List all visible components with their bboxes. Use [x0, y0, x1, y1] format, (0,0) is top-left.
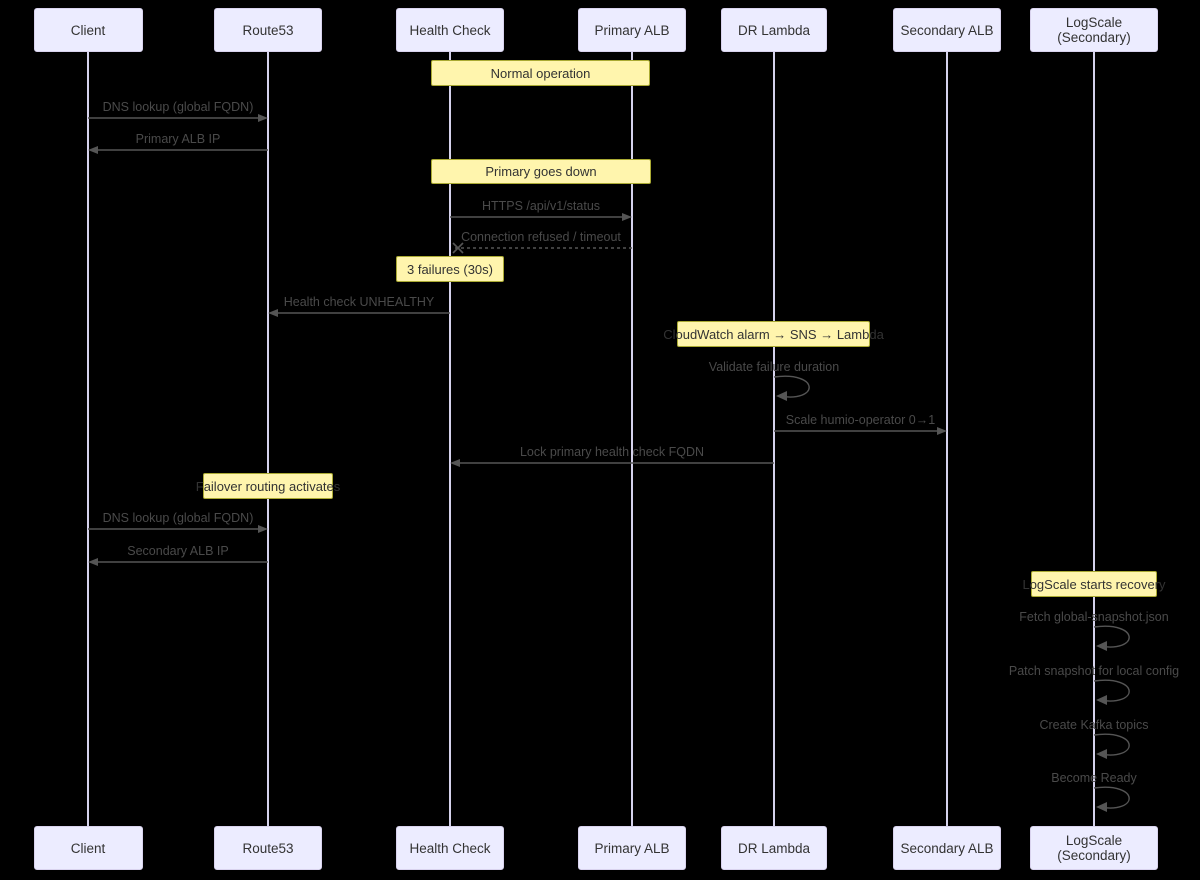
message-label: DNS lookup (global FQDN) [88, 100, 268, 114]
participant-dr-lambda-top: DR Lambda [721, 8, 827, 52]
participant-primary-alb-bottom-text: Primary ALB [594, 840, 670, 856]
message-label-text: HTTPS /api/v1/status [481, 199, 601, 213]
self-message-label: Create Kafka topics [964, 718, 1200, 732]
self-message-label-text: Become Ready [1051, 771, 1137, 785]
message-label-text: DNS lookup (global FQDN) [102, 511, 254, 525]
note-text: LogScale starts recovery [1022, 576, 1166, 592]
participant-route53-bottom-text: Route53 [242, 840, 294, 856]
arrowhead-icon [937, 427, 947, 435]
arrowhead-icon [1096, 695, 1107, 705]
participant-secondary-alb-bottom-text: Secondary ALB [900, 840, 994, 856]
participant-health-check-bottom: Health Check [396, 826, 504, 870]
self-message-label-text: Patch snapshot for local config [1008, 664, 1180, 678]
participant-secondary-alb-top: Secondary ALB [893, 8, 1001, 52]
message-label-text: DNS lookup (global FQDN) [102, 100, 254, 114]
message-label: Primary ALB IP [88, 132, 268, 146]
self-loop [1093, 625, 1130, 648]
participant-dr-lambda-bottom: DR Lambda [721, 826, 827, 870]
participant-dr-lambda-bottom-text: DR Lambda [737, 840, 811, 856]
note-text: Primary goes down [485, 164, 597, 179]
message-label: Scale humio-operator 0→1 [774, 413, 947, 427]
participant-health-check-bottom-text: Health Check [409, 840, 491, 856]
message-label-text: Secondary ALB IP [127, 544, 229, 558]
self-message-label: Validate failure duration [644, 360, 904, 374]
note: LogScale starts recovery [1022, 571, 1166, 597]
message-label-text: Lock primary health check FQDN [519, 445, 705, 459]
self-message-label-text: Validate failure duration [708, 360, 840, 374]
note-text: CloudWatch alarm → SNS → Lambda [663, 326, 884, 342]
arrowhead-icon [776, 391, 787, 401]
note: Primary goes down [431, 159, 651, 184]
participant-dr-lambda-top-text: DR Lambda [737, 22, 811, 38]
participant-primary-alb-bottom: Primary ALB [578, 826, 686, 870]
note: 3 failures (30s) [396, 256, 504, 282]
self-loop [773, 375, 810, 398]
arrowhead-icon [1096, 802, 1107, 812]
note-text: 3 failures (30s) [407, 261, 493, 277]
self-loop [1093, 679, 1130, 702]
message-label: Health check UNHEALTHY [268, 295, 450, 309]
message-label: Connection refused / timeout [450, 230, 632, 244]
arrowhead-icon [268, 309, 278, 317]
arrowhead-icon [258, 525, 268, 533]
self-message-label: Fetch global-snapshot.json [964, 610, 1200, 624]
participant-primary-alb-top-text: Primary ALB [594, 22, 670, 38]
participant-health-check-top: Health Check [396, 8, 504, 52]
message-label: HTTPS /api/v1/status [450, 199, 632, 213]
self-loop [1093, 733, 1130, 756]
participant-primary-alb-top: Primary ALB [578, 8, 686, 52]
message-label-text: Connection refused / timeout [461, 230, 621, 244]
message-label-text: Primary ALB IP [135, 132, 221, 146]
participant-logscale-secondary-bottom-text: LogScale (Secondary) [1057, 833, 1131, 863]
message-label-text: Health check UNHEALTHY [283, 295, 435, 309]
participant-route53-top-text: Route53 [242, 22, 294, 38]
participant-secondary-alb-top-text: Secondary ALB [900, 22, 994, 38]
arrowhead-icon [450, 459, 460, 467]
note-text: Failover routing activates [195, 478, 341, 494]
message-label: Lock primary health check FQDN [450, 445, 774, 459]
self-message-label-text: Create Kafka topics [1039, 718, 1149, 732]
arrowhead-icon [1096, 641, 1107, 651]
self-message-label: Become Ready [964, 771, 1200, 785]
participant-client-top-text: Client [70, 22, 106, 38]
participant-client-bottom: Client [33, 826, 143, 870]
participant-logscale-secondary-top-text: LogScale (Secondary) [1057, 15, 1131, 45]
arrowhead-icon [622, 213, 632, 221]
self-message-label: Patch snapshot for local config [964, 664, 1200, 678]
message-label: DNS lookup (global FQDN) [88, 511, 268, 525]
self-loop [1093, 786, 1130, 809]
participant-route53-top: Route53 [214, 8, 322, 52]
participant-route53-bottom: Route53 [214, 826, 322, 870]
participant-client-bottom-text: Client [70, 840, 106, 856]
arrowhead-icon [88, 558, 98, 566]
message-label-text: Scale humio-operator 0→1 [785, 413, 936, 427]
participant-logscale-secondary-top: LogScale (Secondary) [1030, 8, 1158, 52]
participant-client-top: Client [33, 8, 143, 52]
arrowhead-icon [1096, 749, 1107, 759]
note: Normal operation [431, 60, 650, 86]
message-label: Secondary ALB IP [88, 544, 268, 558]
arrowhead-icon [258, 114, 268, 122]
note: CloudWatch alarm → SNS → Lambda [663, 321, 884, 347]
note: Failover routing activates [196, 473, 340, 499]
self-message-label-text: Fetch global-snapshot.json [1019, 610, 1169, 624]
participant-secondary-alb-bottom: Secondary ALB [893, 826, 1001, 870]
cross-end-icon [452, 242, 464, 254]
arrowhead-icon [88, 146, 98, 154]
participant-health-check-top-text: Health Check [409, 22, 491, 38]
participant-logscale-secondary-bottom: LogScale (Secondary) [1030, 826, 1158, 870]
note-text: Normal operation [490, 65, 591, 81]
